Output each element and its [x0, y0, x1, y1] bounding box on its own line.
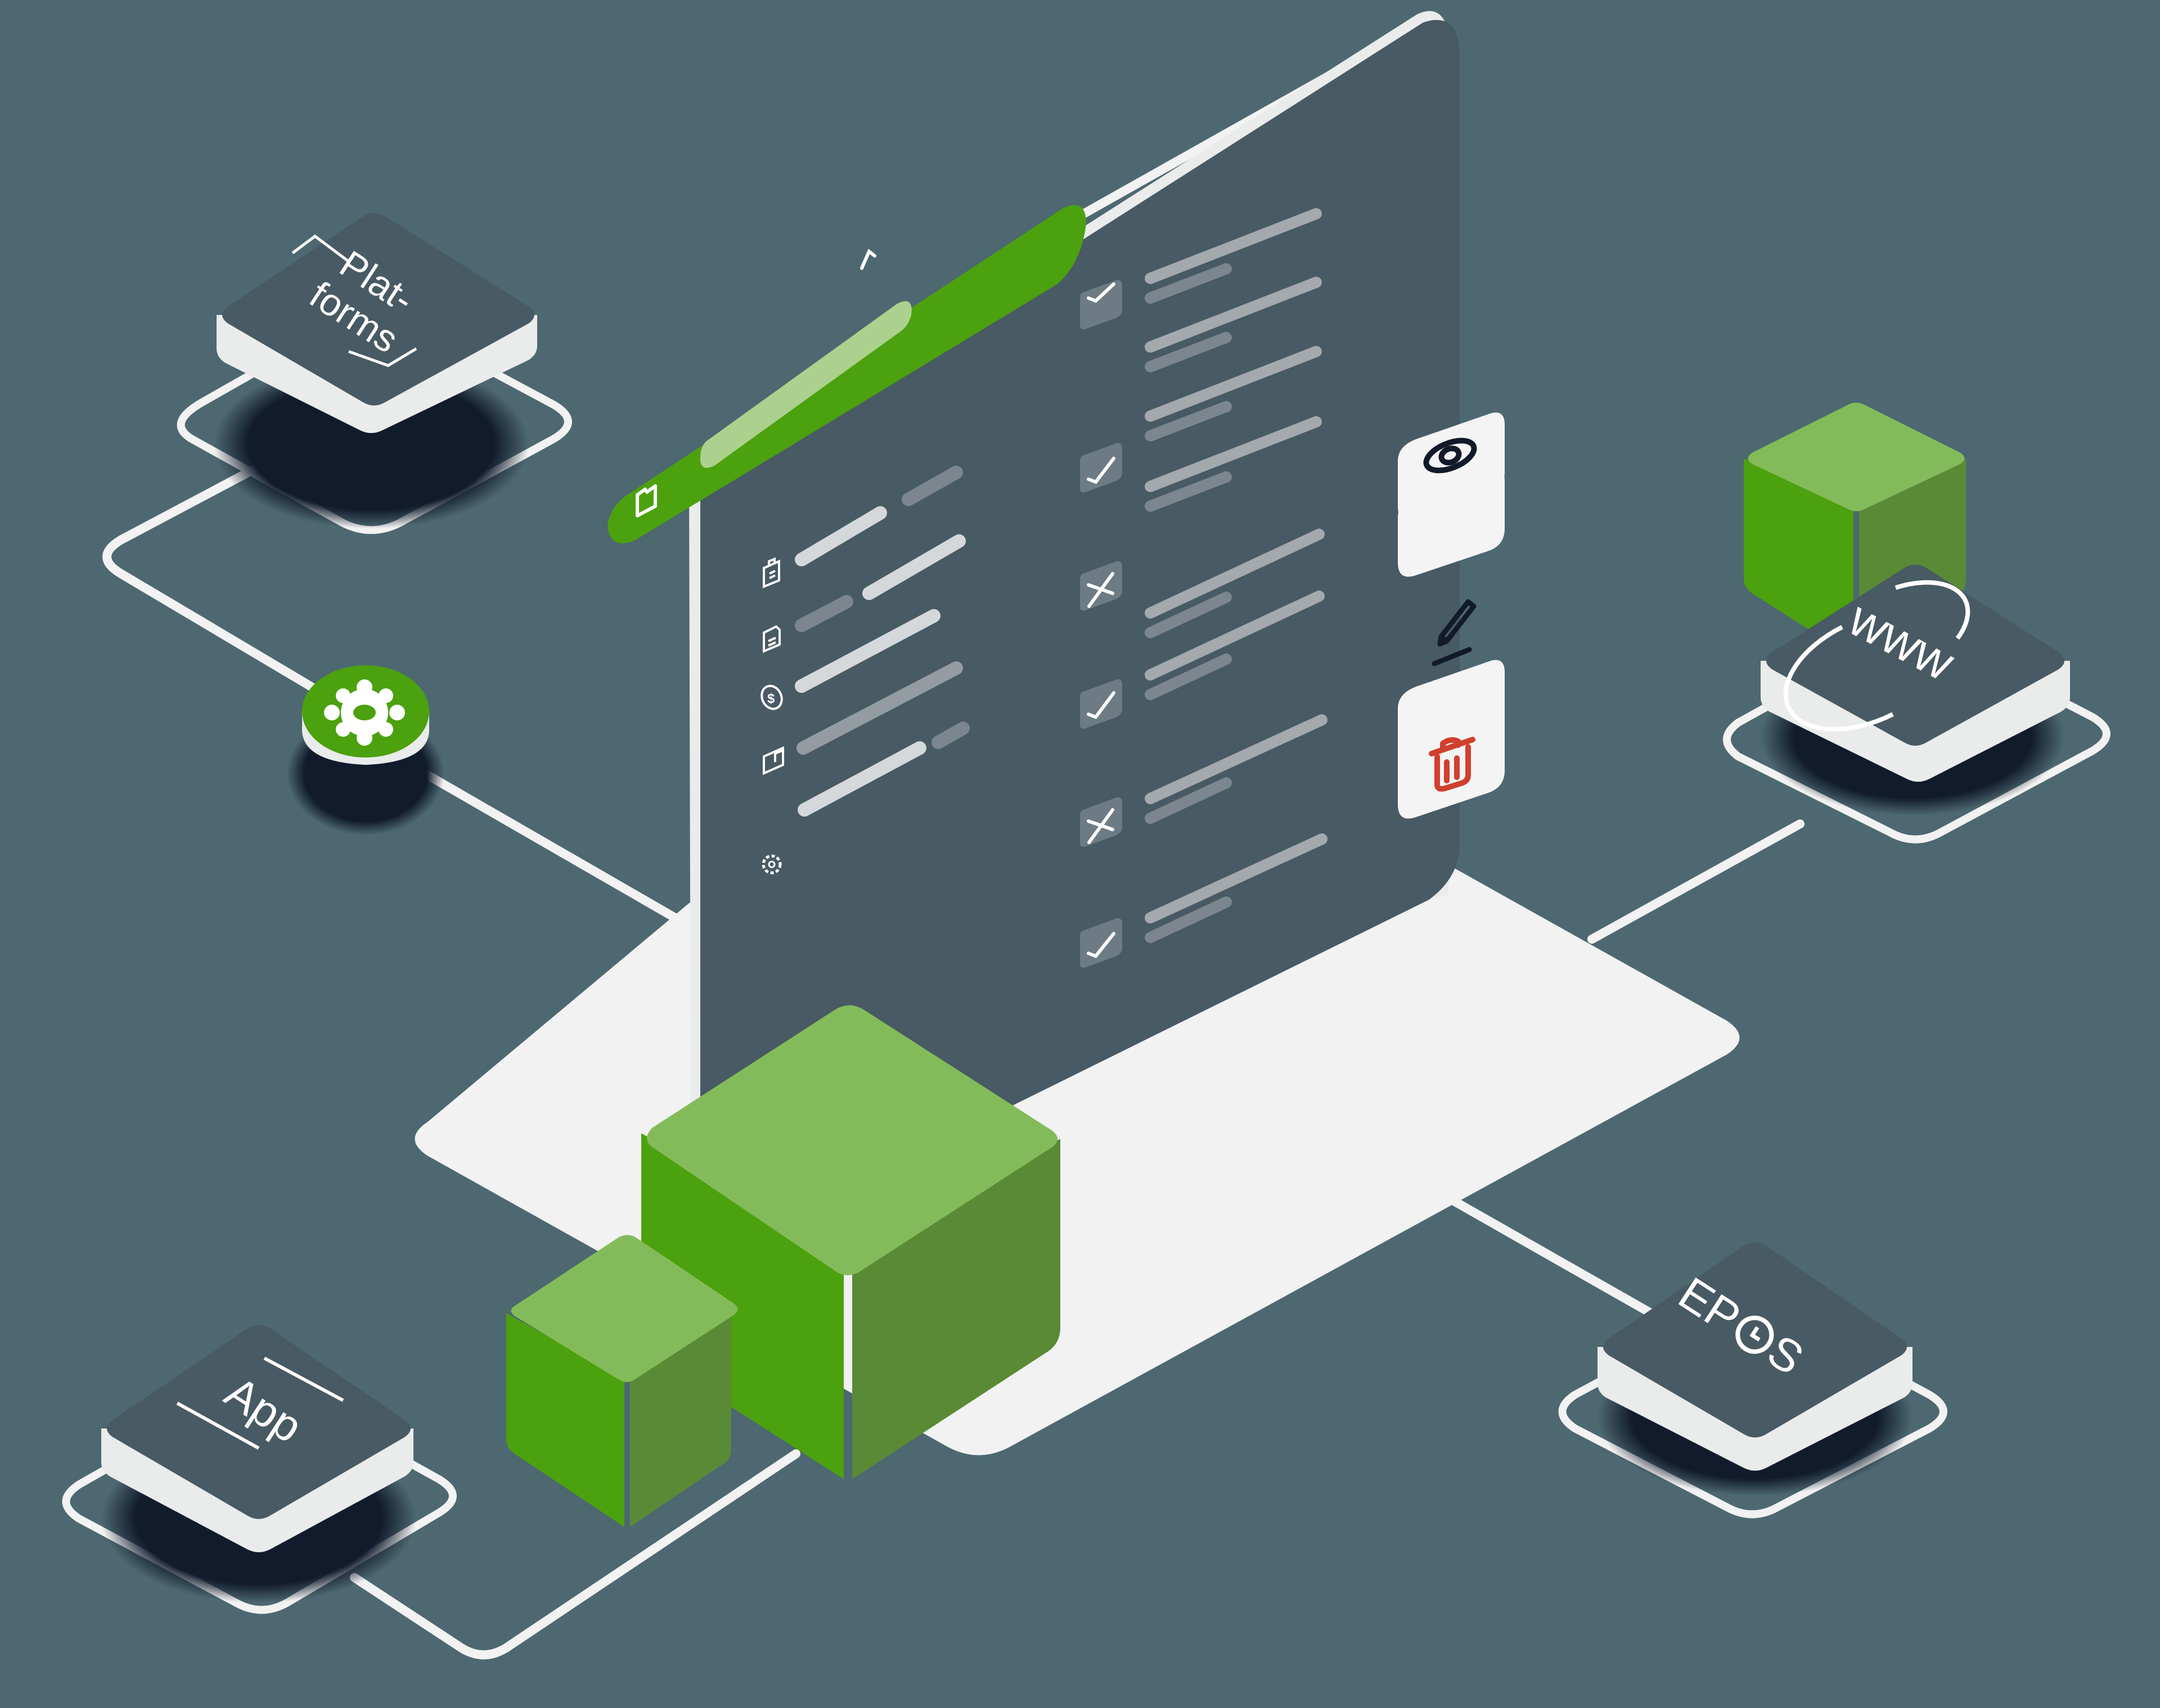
node-app[interactable]: App [62, 1325, 457, 1614]
sidebar: $ [758, 466, 970, 875]
node-www[interactable]: www [1723, 565, 2110, 844]
delete-button[interactable] [1398, 660, 1505, 819]
main-panel [689, 11, 1460, 1260]
sidebar-item-2[interactable] [763, 625, 781, 654]
eye-icon [1423, 438, 1477, 474]
clock-icon [1735, 1315, 1774, 1354]
connector-platforms-gear [102, 462, 320, 693]
x-icon [1087, 808, 1114, 844]
check-icon [1087, 282, 1115, 303]
checklist [1080, 208, 1328, 968]
x-icon [1087, 572, 1114, 608]
settings-gear-icon [762, 854, 782, 875]
node-platforms[interactable]: Plat- forms [177, 213, 572, 534]
dollar-coin-icon: $ [760, 684, 783, 710]
connector-gear-panel [400, 758, 695, 931]
cube-small [506, 1235, 738, 1527]
search-pill[interactable] [700, 301, 912, 468]
globe-ring-icon [1783, 580, 1970, 732]
pencil-icon [1432, 599, 1477, 666]
clipboard-list-icon [763, 557, 780, 588]
checklist-row[interactable] [1080, 277, 1322, 493]
connectors [102, 15, 1804, 1660]
checkbox [1080, 280, 1122, 330]
gear-icon [324, 679, 405, 746]
checklist-row[interactable] [1080, 208, 1322, 330]
folder-icon [636, 484, 657, 517]
checklist-row[interactable] [1080, 797, 1122, 847]
sidebar-bars [795, 466, 970, 817]
svg-text:$: $ [767, 691, 775, 706]
node-epos[interactable]: EP S [1558, 1242, 1947, 1518]
sidebar-item-1[interactable] [763, 557, 780, 588]
connector-epos-floor [1444, 1193, 1655, 1318]
chevron-up-icon[interactable] [860, 249, 876, 270]
sidebar-item-4[interactable] [763, 746, 784, 776]
cube-large [641, 1005, 1060, 1479]
document-icon [763, 625, 781, 654]
panel-surface [700, 20, 1460, 1260]
connector-www-floor [1587, 819, 1804, 944]
action-buttons [1398, 412, 1505, 819]
wallet-icon [763, 746, 784, 776]
header-bar[interactable] [608, 205, 1086, 544]
tile-shadow [214, 360, 529, 529]
node-settings-hub[interactable] [287, 665, 444, 835]
sidebar-item-3[interactable]: $ [758, 683, 786, 712]
check-icon [1087, 932, 1115, 958]
check-icon [1087, 457, 1115, 484]
tile-bracket-icon [291, 234, 417, 367]
checklist-row[interactable] [1080, 416, 1322, 729]
edit-button[interactable] [1398, 468, 1505, 666]
checklist-row[interactable] [1080, 918, 1122, 968]
trash-icon [1429, 737, 1475, 792]
sidebar-item-5[interactable] [762, 854, 782, 875]
checklist-row[interactable] [1080, 346, 1322, 611]
connector-app-cubes [350, 1449, 800, 1660]
check-icon [1087, 691, 1115, 719]
tile-underline-icon [176, 1357, 344, 1450]
